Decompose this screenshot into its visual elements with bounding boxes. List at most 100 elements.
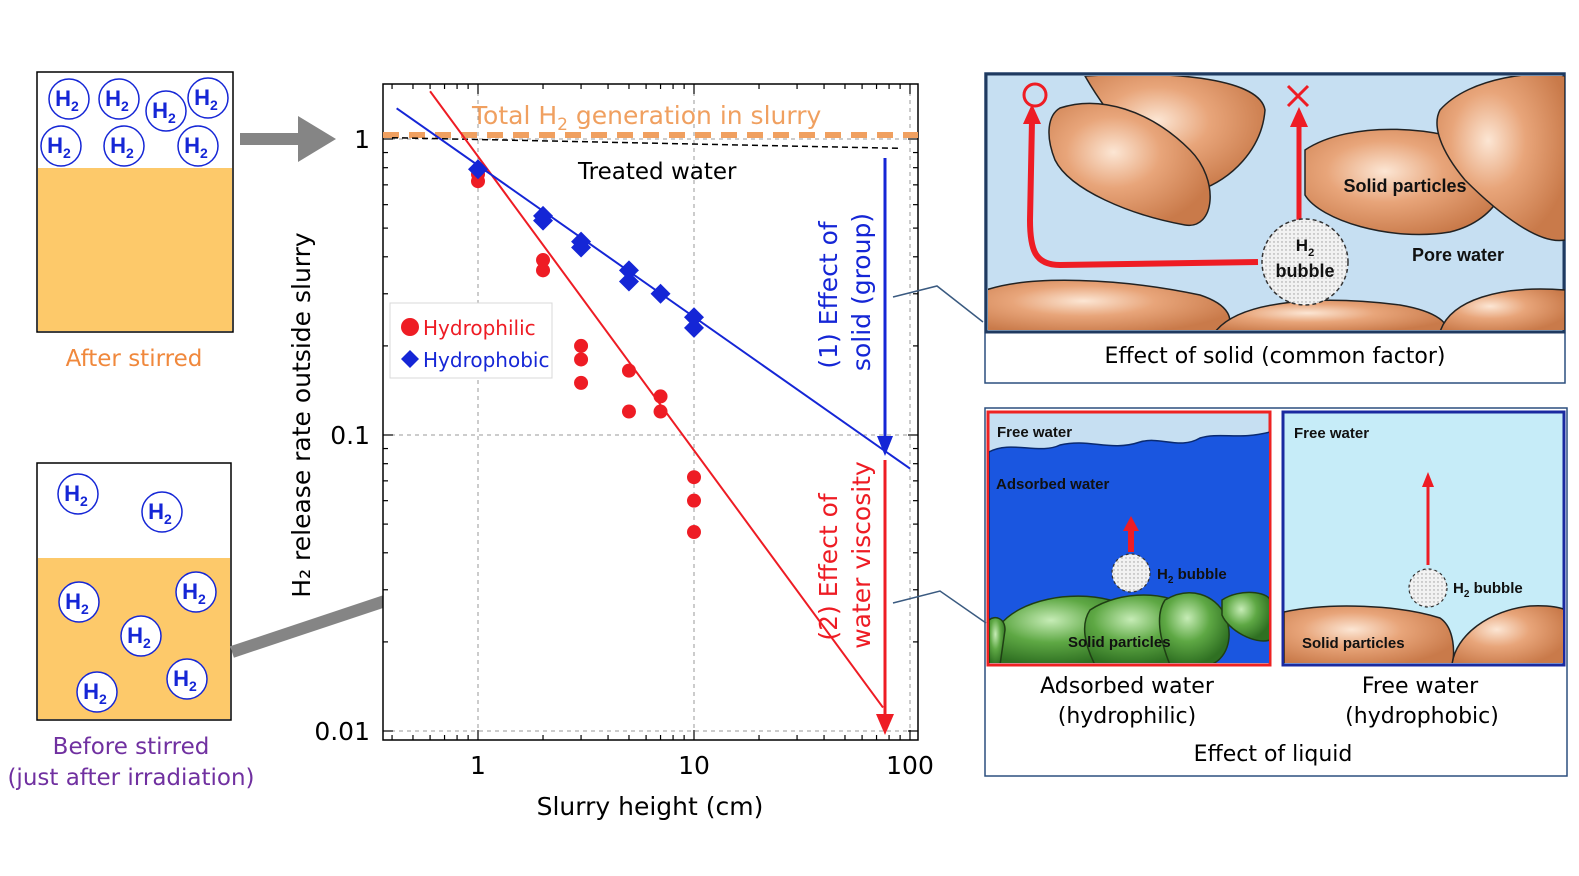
- legend-marker-hydrophobic: [401, 350, 419, 368]
- data-point-hydrophobic: [468, 159, 488, 180]
- data-point-hydrophilic: [574, 375, 589, 390]
- h2-bubble-label: H2: [182, 579, 206, 607]
- data-point-hydrophobic: [650, 283, 671, 304]
- data-point-hydrophobic: [571, 237, 592, 258]
- h2-bubble-label: H2: [152, 98, 176, 126]
- ticks: [383, 84, 918, 740]
- h2-bubble-icon: H2: [120, 615, 162, 657]
- h2-bubble-label: H2: [173, 666, 197, 694]
- solid-particles-label: Solid particles: [1343, 176, 1466, 196]
- h2-bubble-circle: [98, 78, 140, 120]
- free-title-line1: Free water: [1362, 674, 1479, 699]
- h2-bubble-circle: [48, 78, 90, 120]
- effect-viscosity-arrow: [876, 460, 894, 735]
- free-water-label-right: Free water: [1294, 425, 1369, 442]
- bubble-label-top: H2: [1296, 236, 1314, 259]
- solid-particles-label-right: Solid particles: [1302, 635, 1405, 652]
- h2-bubble-icon: H2: [57, 473, 99, 515]
- y-tick-label: 0.1: [330, 421, 370, 450]
- liquid-effect-panel: Free water Adsorbed water H2 bubble Soli…: [984, 407, 1568, 777]
- adsorbed-water-label: Adsorbed water: [996, 476, 1110, 493]
- h2-bubble-circle: [166, 658, 208, 700]
- h2-bubble-label: H2: [83, 679, 107, 707]
- total-generation-label: Total H2 generation in slurry: [471, 101, 821, 135]
- h2-bubble-label: H2: [47, 133, 71, 161]
- h2-bubble-icon: H2: [48, 78, 90, 120]
- h2-bubble-icon: H2: [177, 125, 219, 167]
- h2-bubble-circle: [177, 125, 219, 167]
- h2-bubble-icon: H2: [103, 125, 145, 167]
- x-tick-label: 1: [470, 751, 486, 780]
- treated-water-label: Treated water: [577, 159, 737, 185]
- h2-bubble-circle: [76, 671, 118, 713]
- solid-particles-label-left: Solid particles: [1068, 634, 1171, 651]
- h2-bubble-label: H2: [184, 133, 208, 161]
- effect-solid-label-line2: solid (group): [847, 213, 876, 371]
- h2-bubble-label: H2: [105, 86, 129, 114]
- bubble-label-right: H2 bubble: [1453, 580, 1523, 600]
- data-point-hydrophilic: [536, 263, 551, 278]
- data-point-hydrophilic: [687, 525, 701, 540]
- data-points: [468, 159, 704, 540]
- h2-bubble-circle: [120, 615, 162, 657]
- data-point-hydrophilic: [536, 253, 551, 268]
- x-tick-label: 100: [886, 751, 934, 780]
- h2-bubble-label: H2: [127, 623, 151, 651]
- data-point-hydrophilic: [621, 404, 636, 419]
- h2-bubble-circle: [103, 125, 145, 167]
- h2-bubble-label: H2: [65, 589, 89, 617]
- legend: Hydrophilic Hydrophobic: [389, 302, 553, 379]
- h2-bubble-circle: [145, 90, 187, 132]
- data-point-hydrophobic: [533, 210, 554, 231]
- h2-bubble-icon: H2: [166, 658, 208, 700]
- solid-effect-panel: H2 bubble Solid particles Pore water Eff…: [984, 72, 1566, 384]
- y-tick-label: 0.01: [314, 717, 370, 746]
- data-point-hydrophilic: [653, 404, 668, 419]
- free-water-label-left: Free water: [997, 424, 1072, 441]
- data-point-hydrophilic: [574, 352, 589, 367]
- h2-bubble-icon: H2: [58, 581, 100, 623]
- x-tick-label: 10: [678, 751, 710, 780]
- data-point-hydrophilic: [574, 338, 589, 353]
- h2-bubble-circle: [175, 571, 217, 613]
- callout-line: [892, 285, 984, 323]
- effect-viscosity-label-line1: (2) Effect of: [814, 492, 843, 641]
- free-title-line2: (hydrophobic): [1345, 704, 1499, 729]
- bubble-label-word: bubble: [1276, 261, 1335, 281]
- data-point-hydrophobic: [684, 317, 704, 338]
- effect-solid-label-line1: (1) Effect of: [814, 220, 843, 369]
- h2-bubble-icon: H2: [145, 90, 187, 132]
- slurry-fill: [38, 168, 232, 331]
- h2-bubble-circle: [141, 491, 183, 533]
- h2-bubble-icon: H2: [40, 125, 82, 167]
- y-axis-label: H₂ release rate outside slurry: [287, 232, 316, 598]
- solid-effect-caption: Effect of solid (common factor): [1104, 344, 1445, 369]
- data-point-hydrophilic: [687, 493, 701, 508]
- h2-bubble-icon: H2: [141, 491, 183, 533]
- legend-label-hydrophobic: Hydrophobic: [423, 348, 549, 372]
- data-point-hydrophobic: [618, 271, 639, 292]
- h2-bubble-circle: [57, 473, 99, 515]
- h2-bubble-circle: [187, 77, 229, 119]
- h2-bubble-circle: [58, 581, 100, 623]
- h2-bubble-label: H2: [110, 133, 134, 161]
- h2-bubble-circle: [40, 125, 82, 167]
- h2-bubble-label: H2: [194, 85, 218, 113]
- adsorbed-title-line2: (hydrophilic): [1058, 704, 1196, 729]
- data-point-hydrophilic: [653, 389, 668, 404]
- x-axis-label: Slurry height (cm): [537, 792, 764, 821]
- legend-marker-hydrophilic: [401, 318, 419, 336]
- reference-lines: [383, 132, 918, 150]
- h2-bubble-icon: H2: [175, 571, 217, 613]
- adsorbed-title-line1: Adsorbed water: [1040, 674, 1215, 699]
- h2-bubble-label: H2: [148, 499, 172, 527]
- h2-bubble-icon: H2: [187, 77, 229, 119]
- legend-label-hydrophilic: Hydrophilic: [423, 316, 536, 340]
- data-point-hydrophilic: [687, 470, 701, 485]
- callout-line: [892, 590, 987, 624]
- data-point-hydrophilic: [621, 363, 636, 378]
